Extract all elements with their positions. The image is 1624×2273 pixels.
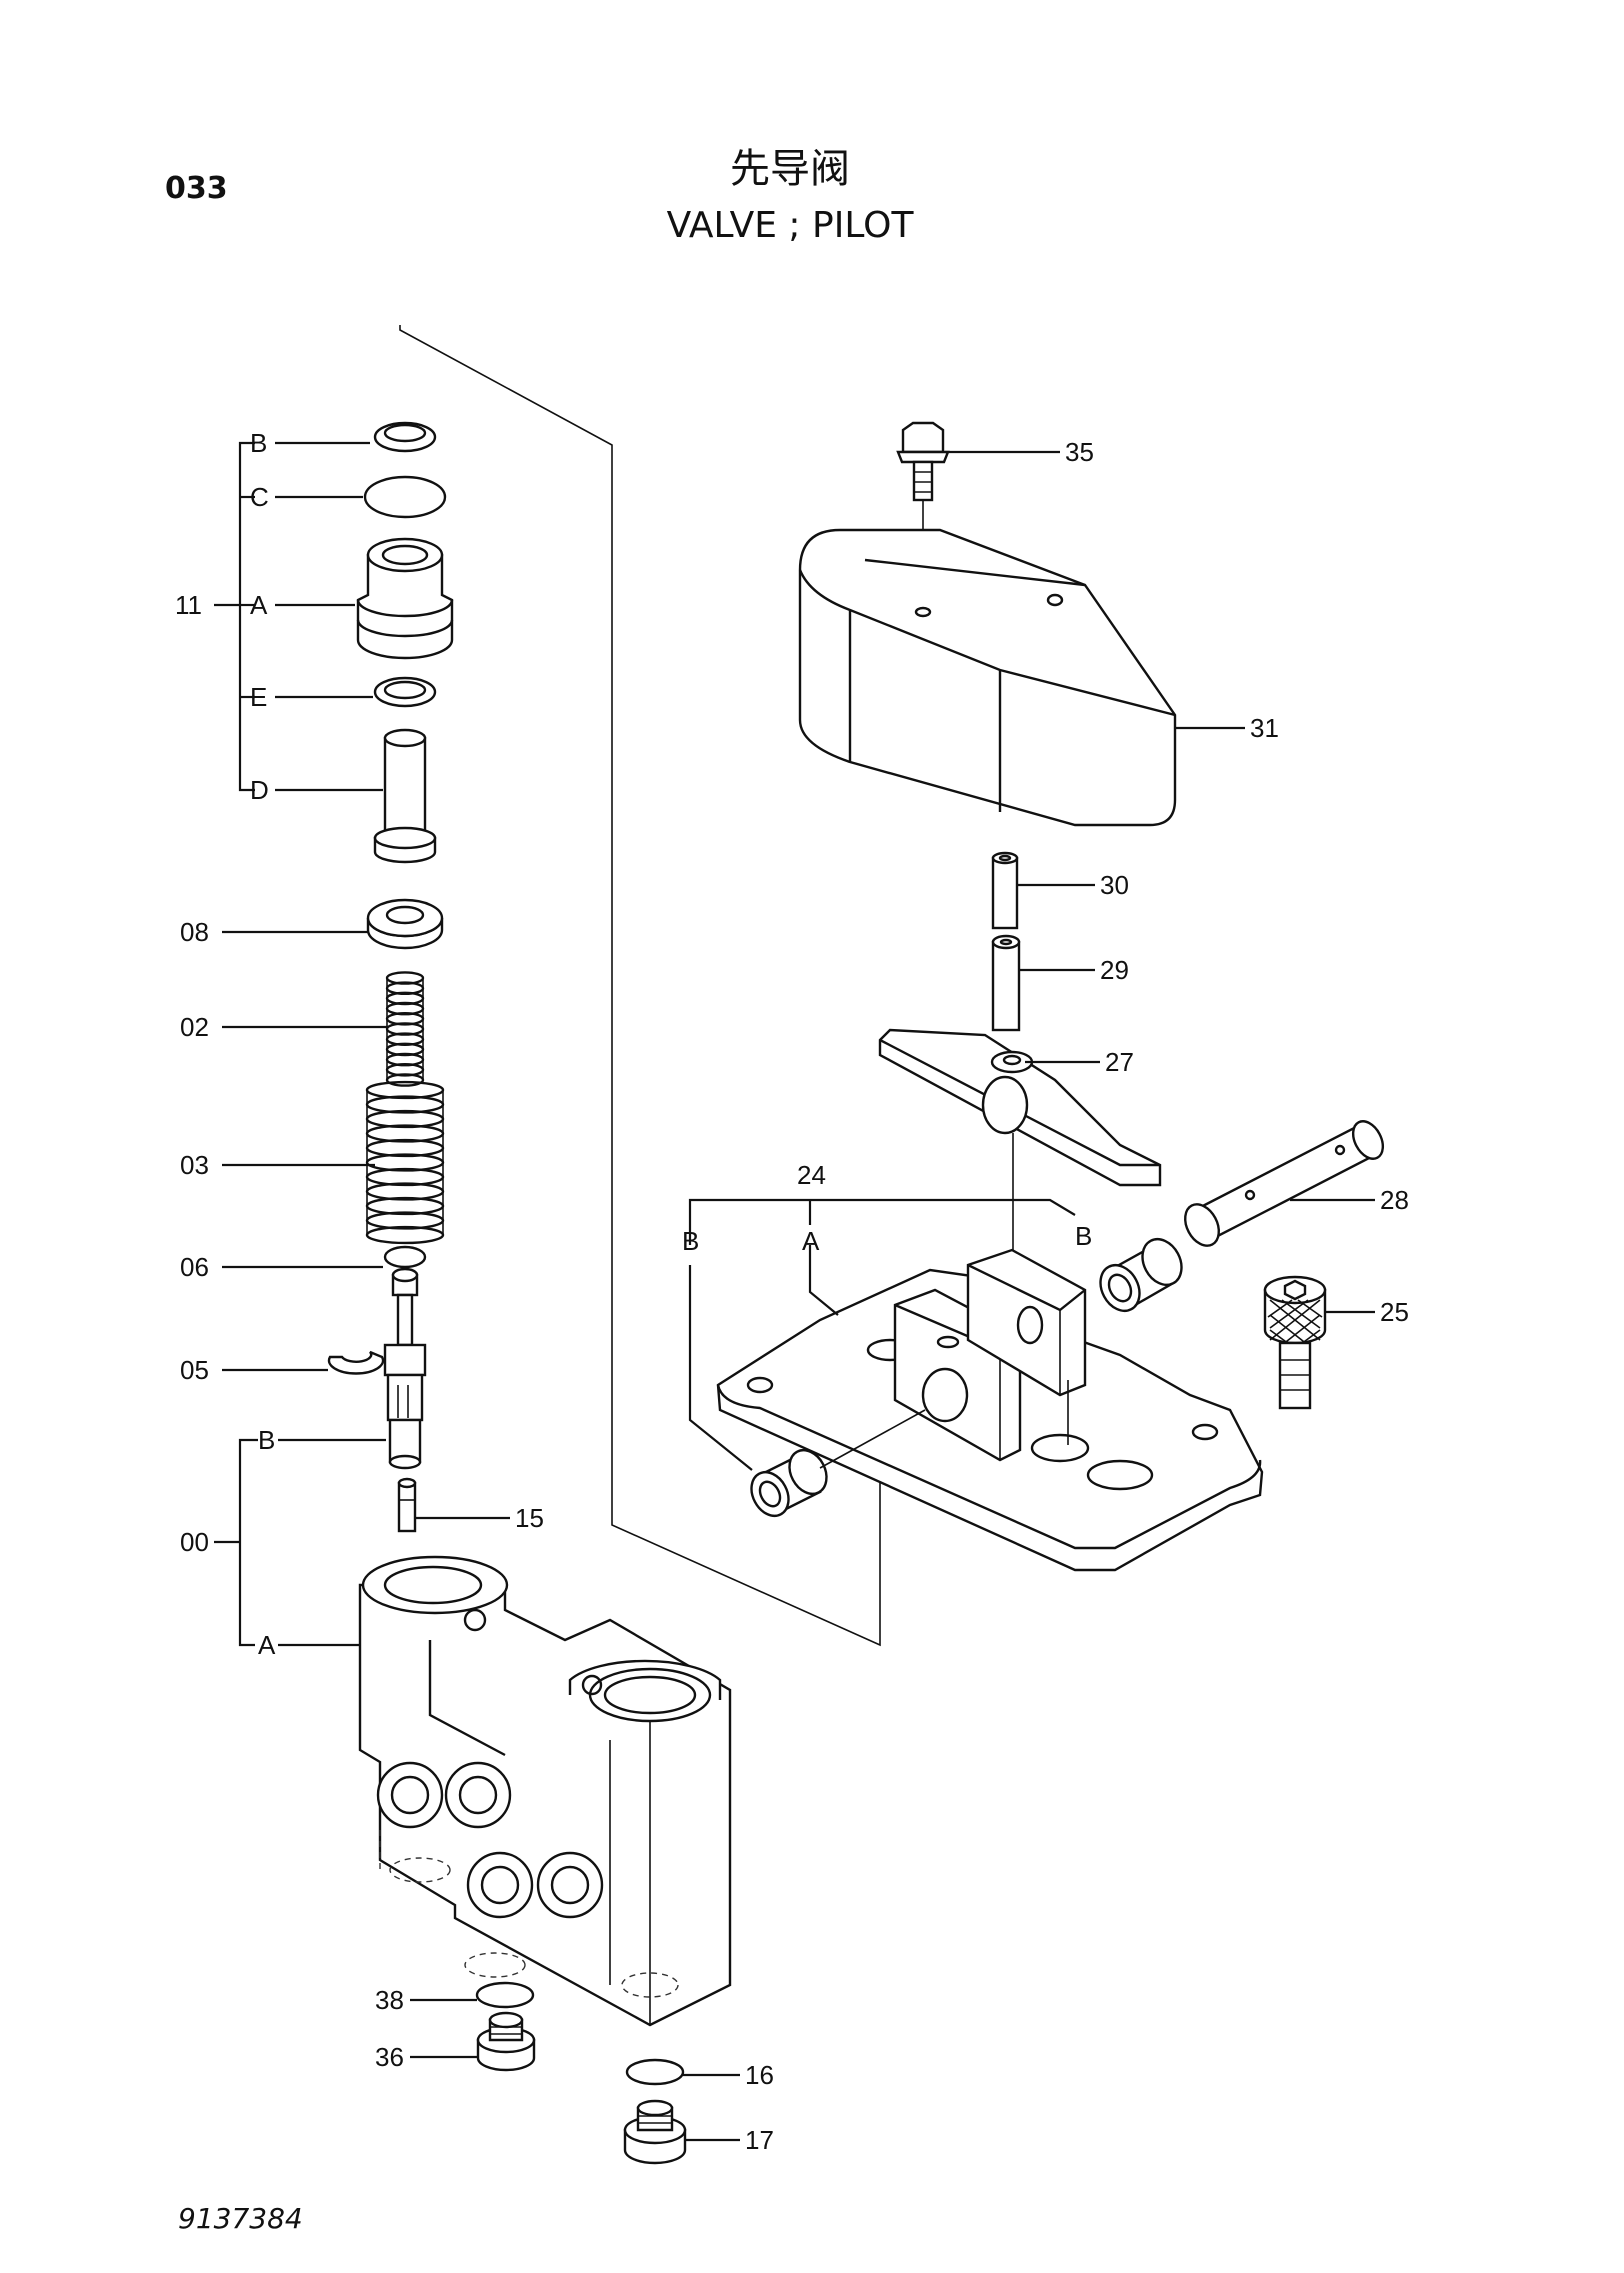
callout-17: 17 xyxy=(745,2125,774,2155)
callout-00-a: A xyxy=(258,1630,276,1660)
callout-06: 06 xyxy=(180,1252,209,1282)
part-25-socket-bolt xyxy=(1263,1275,1327,1410)
callout-31: 31 xyxy=(1250,713,1279,743)
leader-lines-right xyxy=(688,450,1375,1471)
part-36-plug xyxy=(476,2011,536,2072)
part-02-inner-spring xyxy=(385,971,425,1087)
callout-36: 36 xyxy=(375,2042,404,2072)
title-english: VALVE ; PILOT xyxy=(667,205,915,246)
callout-38: 38 xyxy=(375,1985,404,2015)
part-06-washer xyxy=(383,1245,427,1269)
part-29-pin xyxy=(991,934,1021,1032)
callout-11-b: B xyxy=(250,428,267,458)
part-05-spool-and-clip xyxy=(327,1267,427,1470)
callout-00: 00 xyxy=(180,1527,209,1557)
callout-16: 16 xyxy=(745,2060,774,2090)
part-24b-bushing-left xyxy=(750,1409,926,1518)
callout-24: 24 xyxy=(797,1160,826,1190)
callout-11-a: A xyxy=(250,590,268,620)
part-03-outer-spring xyxy=(365,1080,445,1245)
part-11e-ring xyxy=(373,676,437,708)
part-11b-seal xyxy=(373,421,437,453)
part-31-cover xyxy=(798,528,1177,827)
callout-29: 29 xyxy=(1100,955,1129,985)
callout-02: 02 xyxy=(180,1012,209,1042)
callout-30: 30 xyxy=(1100,870,1129,900)
part-24b-bushing-right xyxy=(1099,1237,1183,1313)
part-30-pin xyxy=(991,851,1019,930)
callout-08: 08 xyxy=(180,917,209,947)
part-16-o-ring xyxy=(625,2058,685,2086)
callout-00-b: B xyxy=(258,1425,275,1455)
callout-11-e: E xyxy=(250,682,267,712)
callout-27: 27 xyxy=(1105,1047,1134,1077)
callout-35: 35 xyxy=(1065,437,1094,467)
callout-25: 25 xyxy=(1380,1297,1409,1327)
part-11d-pusher xyxy=(373,728,437,864)
part-17-plug xyxy=(623,2099,687,2165)
part-38-o-ring xyxy=(475,1981,535,2009)
part-27-lever-plate xyxy=(878,1028,1162,1265)
drawing-number: 9137384 xyxy=(178,2202,303,2235)
page-code: 033 xyxy=(165,171,228,206)
callout-03: 03 xyxy=(180,1150,209,1180)
callout-24-b-right: B xyxy=(1075,1221,1092,1251)
callout-15: 15 xyxy=(515,1503,544,1533)
callout-05: 05 xyxy=(180,1355,209,1385)
callout-11-c: C xyxy=(250,482,269,512)
part-28-pin xyxy=(1184,1120,1385,1247)
assembly-guide-line xyxy=(399,325,881,1647)
callout-11: 11 xyxy=(175,590,202,620)
part-11c-o-ring xyxy=(363,475,447,519)
leader-lines-left xyxy=(214,441,740,2142)
part-24a-base-plate xyxy=(716,1248,1264,1572)
part-15-pin xyxy=(397,1477,417,1533)
part-11a-bushing xyxy=(356,537,454,660)
valve-body xyxy=(358,1555,732,2027)
callout-28: 28 xyxy=(1380,1185,1409,1215)
callout-11-d: D xyxy=(250,775,269,805)
title-chinese: 先导阀 xyxy=(730,146,850,192)
callout-24-a: A xyxy=(802,1226,820,1256)
part-08-spring-seat xyxy=(366,898,444,950)
callout-labels: 11 B C A E D 08 02 03 06 05 00 B A 15 38… xyxy=(175,428,1409,2155)
callout-24-b-left: B xyxy=(682,1226,699,1256)
